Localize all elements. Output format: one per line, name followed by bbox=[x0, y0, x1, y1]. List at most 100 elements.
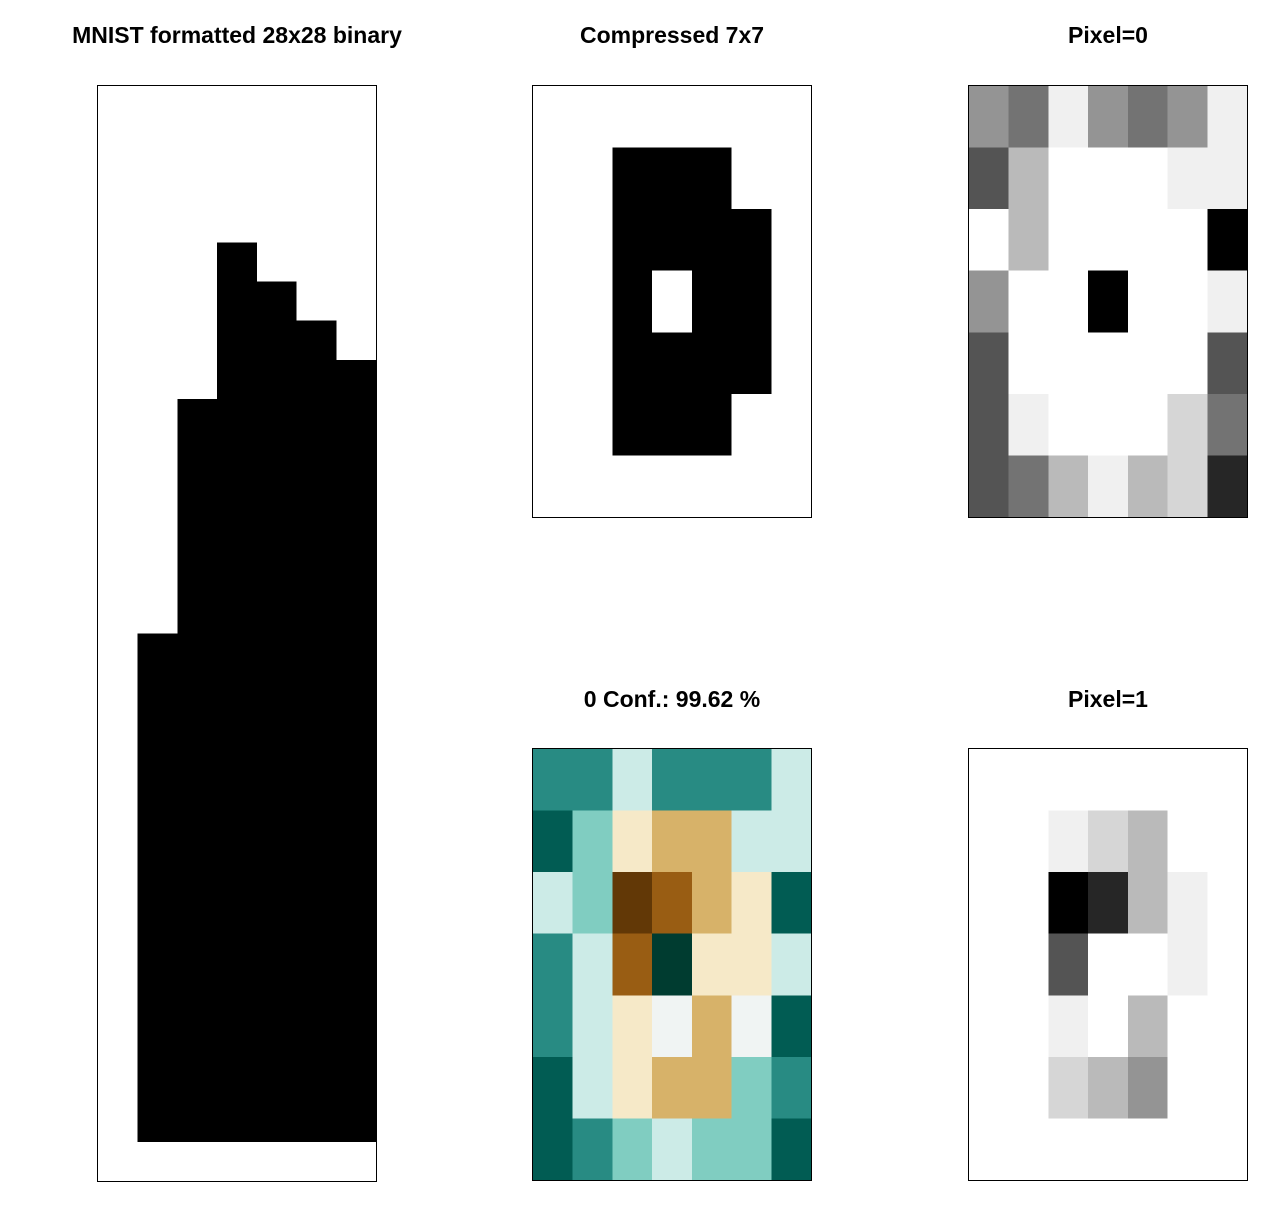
binary-cell-r15-c4 bbox=[256, 672, 298, 713]
pixel1-cell-r0-c6 bbox=[1207, 749, 1247, 812]
pixel1-cell-r2-c1 bbox=[1008, 872, 1050, 935]
pixel1-cell-r5-c5 bbox=[1167, 1056, 1209, 1120]
pixel0-cell-r3-c6 bbox=[1207, 270, 1247, 334]
binary-cell-r25-c3 bbox=[217, 1063, 258, 1104]
conf-cell-r2-c3 bbox=[652, 872, 693, 935]
binary-cell-r13-c3 bbox=[217, 594, 258, 635]
binary-cell-r3-c1 bbox=[137, 203, 179, 244]
pixel0-cell-r1-c4 bbox=[1127, 147, 1169, 211]
binary-cell-r17-c3 bbox=[217, 750, 258, 791]
pixel1-cell-r1-c6 bbox=[1207, 810, 1247, 874]
pixel1-cell-r2-c4 bbox=[1127, 872, 1169, 935]
binary-cell-r6-c4 bbox=[256, 320, 298, 361]
compressed-cell-r6-c3 bbox=[652, 455, 693, 517]
pixel0-cell-r2-c1 bbox=[1008, 209, 1050, 272]
pixel1-cell-r5-c2 bbox=[1048, 1056, 1089, 1120]
binary-cell-r19-c2 bbox=[177, 829, 218, 869]
conf-cell-r6-c1 bbox=[572, 1118, 614, 1180]
pixel0-cell-r6-c2 bbox=[1048, 455, 1089, 517]
binary-cell-r4-c1 bbox=[137, 242, 179, 283]
conf-cell-r0-c3 bbox=[652, 749, 693, 812]
binary-cell-r19-c1 bbox=[137, 829, 179, 869]
binary-cell-r16-c3 bbox=[217, 711, 258, 752]
binary-cell-r9-c2 bbox=[177, 437, 218, 478]
pixel1-cell-r3-c6 bbox=[1207, 933, 1247, 997]
binary-cell-r18-c0 bbox=[98, 789, 139, 830]
binary-cell-r5-c2 bbox=[177, 281, 218, 322]
binary-cell-r15-c5 bbox=[296, 672, 338, 713]
compressed-cell-r2-c0 bbox=[533, 209, 574, 272]
conf-cell-r0-c6 bbox=[771, 749, 811, 812]
binary-cell-r22-c1 bbox=[137, 946, 179, 987]
pixel1-cell-r2-c2 bbox=[1048, 872, 1089, 935]
pixel0-cell-r3-c0 bbox=[969, 270, 1010, 334]
binary-cell-r26-c3 bbox=[217, 1102, 258, 1143]
binary-cell-r7-c3 bbox=[217, 359, 258, 400]
binary-cell-r14-c1 bbox=[137, 633, 179, 674]
compressed-cell-r6-c0 bbox=[533, 455, 574, 517]
binary-cell-r26-c2 bbox=[177, 1102, 218, 1143]
binary-cell-r11-c3 bbox=[217, 516, 258, 557]
compressed-cell-r4-c5 bbox=[731, 332, 773, 396]
binary-cell-r24-c3 bbox=[217, 1024, 258, 1065]
compressed-cell-r5-c2 bbox=[612, 393, 653, 457]
binary-cell-r22-c5 bbox=[296, 946, 338, 987]
binary-cell-r10-c4 bbox=[256, 477, 298, 517]
binary-cell-r1-c5 bbox=[296, 125, 338, 165]
pixel0-cell-r6-c4 bbox=[1127, 455, 1169, 517]
binary-cell-r0-c1 bbox=[137, 86, 179, 126]
binary-cell-r0-c6 bbox=[336, 86, 376, 126]
binary-cell-r7-c5 bbox=[296, 359, 338, 400]
binary-cell-r23-c1 bbox=[137, 985, 179, 1026]
conf-cell-r3-c4 bbox=[691, 933, 733, 997]
compressed-cell-r3-c2 bbox=[612, 270, 653, 334]
binary-cell-r3-c0 bbox=[98, 203, 139, 244]
binary-cell-r12-c1 bbox=[137, 555, 179, 596]
conf-cell-r1-c6 bbox=[771, 810, 811, 874]
pixel0-cell-r0-c1 bbox=[1008, 86, 1050, 149]
binary-cell-r10-c2 bbox=[177, 477, 218, 517]
conf-cell-r6-c5 bbox=[731, 1118, 773, 1180]
binary-cell-r18-c1 bbox=[137, 789, 179, 830]
binary-cell-r16-c4 bbox=[256, 711, 298, 752]
conf-cell-r5-c2 bbox=[612, 1056, 653, 1120]
binary-cell-r12-c3 bbox=[217, 555, 258, 596]
conf-cell-r2-c1 bbox=[572, 872, 614, 935]
compressed-cell-r4-c6 bbox=[771, 332, 811, 396]
pixel1-cell-r0-c2 bbox=[1048, 749, 1089, 812]
pixel1-cell-r2-c5 bbox=[1167, 872, 1209, 935]
pixel1-cell-r1-c0 bbox=[969, 810, 1010, 874]
binary-cell-r4-c6 bbox=[336, 242, 376, 283]
compressed-cell-r3-c6 bbox=[771, 270, 811, 334]
binary-cell-r24-c1 bbox=[137, 1024, 179, 1065]
binary-cell-r21-c0 bbox=[98, 907, 139, 948]
pixel1-cell-r0-c4 bbox=[1127, 749, 1169, 812]
binary-cell-r5-c6 bbox=[336, 281, 376, 322]
binary-cell-r18-c2 bbox=[177, 789, 218, 830]
pixel0-heatmap-panel bbox=[968, 85, 1248, 518]
binary-cell-r1-c6 bbox=[336, 125, 376, 165]
binary-cell-r8-c4 bbox=[256, 398, 298, 439]
binary-cell-r6-c2 bbox=[177, 320, 218, 361]
binary-cell-r8-c6 bbox=[336, 398, 376, 439]
binary-cell-r10-c5 bbox=[296, 477, 338, 517]
binary-cell-r22-c0 bbox=[98, 946, 139, 987]
compressed-heatmap-panel bbox=[532, 85, 812, 518]
binary-cell-r3-c2 bbox=[177, 203, 218, 244]
pixel0-cell-r6-c0 bbox=[969, 455, 1010, 517]
binary-cell-r20-c3 bbox=[217, 868, 258, 909]
pixel1-heatmap-panel bbox=[968, 748, 1248, 1181]
binary-cell-r17-c6 bbox=[336, 750, 376, 791]
pixel0-cell-r2-c4 bbox=[1127, 209, 1169, 272]
pixel1-cell-r3-c4 bbox=[1127, 933, 1169, 997]
binary-cell-r4-c5 bbox=[296, 242, 338, 283]
binary-cell-r7-c6 bbox=[336, 359, 376, 400]
pixel1-cell-r5-c0 bbox=[969, 1056, 1010, 1120]
binary-cell-r14-c4 bbox=[256, 633, 298, 674]
binary-cell-r15-c1 bbox=[137, 672, 179, 713]
pixel0-cell-r2-c5 bbox=[1167, 209, 1209, 272]
binary-cell-r9-c3 bbox=[217, 437, 258, 478]
binary-cell-r10-c3 bbox=[217, 477, 258, 517]
binary-cell-r22-c3 bbox=[217, 946, 258, 987]
binary-heatmap bbox=[98, 86, 376, 1181]
